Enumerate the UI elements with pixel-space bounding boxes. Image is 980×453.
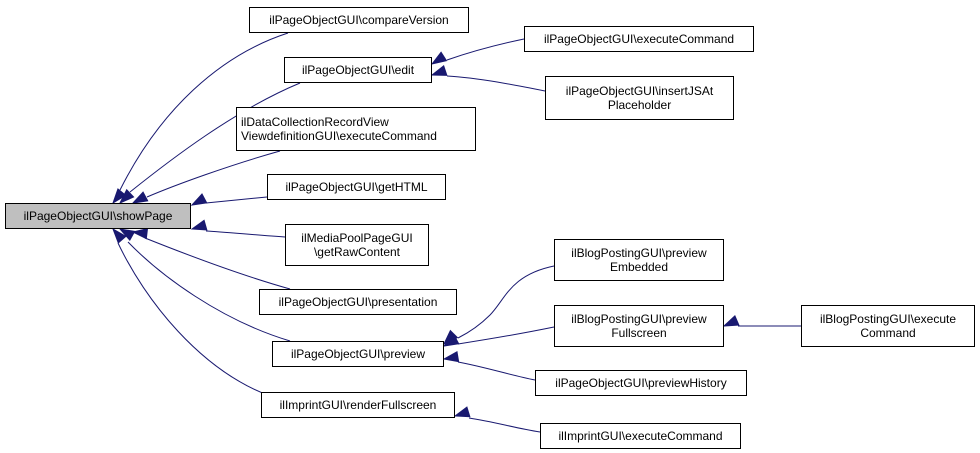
arrowhead-insertJSAt-to-edit (430, 64, 448, 76)
node-label: ilPageObjectGUI\edit (301, 63, 415, 77)
arrowhead-previewHistory-to-preview (442, 350, 460, 363)
node-label-line-1: ilPageObjectGUI\insertJSAt (565, 84, 714, 98)
node-imprint-render-fullscreen[interactable]: ilImprintGUI\renderFullscreen (261, 392, 455, 418)
node-media-pool-get-raw-content[interactable]: ilMediaPoolPageGUI \getRawContent (285, 224, 429, 266)
arrowhead-presentation-to-showPage (131, 228, 149, 240)
node-data-collection-execute-command[interactable]: ilDataCollectionRecordView Viewdefinitio… (236, 107, 476, 151)
edge-blogFullscreen-to-preview (457, 326, 555, 345)
arrowhead-edit-to-showPage (118, 188, 135, 205)
node-label-line-1: ilDataCollectionRecordView (241, 115, 389, 129)
arrowhead-blogFullscreen-to-preview (442, 334, 460, 347)
node-label-line-1: ilBlogPostingGUI\preview (571, 312, 707, 326)
node-label-line-2: ViewdefinitionGUI\executeCommand (241, 129, 437, 143)
node-label-line-2: Fullscreen (611, 326, 667, 340)
node-page-object-execute-command[interactable]: ilPageObjectGUI\executeCommand (524, 26, 754, 52)
node-label-line-1: ilBlogPostingGUI\execute (819, 312, 957, 326)
node-label: ilPageObjectGUI\previewHistory (555, 376, 727, 390)
node-insert-js-at-placeholder[interactable]: ilPageObjectGUI\insertJSAt Placeholder (545, 76, 734, 120)
arrowhead-imprintExecute-to-imprintRender (453, 406, 471, 418)
edge-edit-to-showPage (129, 82, 301, 193)
arrowhead-getHTML-to-showPage (190, 193, 208, 206)
node-label: ilImprintGUI\renderFullscreen (279, 398, 437, 412)
arrowhead-mediaPool-to-showPage (190, 219, 208, 231)
node-label-line-1: ilBlogPostingGUI\preview (571, 246, 707, 260)
node-label: ilImprintGUI\executeCommand (558, 429, 723, 443)
node-label: ilPageObjectGUI\preview (290, 347, 426, 361)
node-label: ilPageObjectGUI\showPage (23, 209, 173, 223)
edge-mediaPool-to-showPage (205, 230, 286, 238)
node-preview-history[interactable]: ilPageObjectGUI\previewHistory (535, 370, 747, 396)
node-label-line-1: ilMediaPoolPageGUI (301, 231, 413, 245)
node-presentation[interactable]: ilPageObjectGUI\presentation (259, 289, 457, 315)
node-label-line-2: Placeholder (607, 98, 672, 112)
node-label-line-2: Embedded (609, 260, 669, 274)
node-label: ilPageObjectGUI\presentation (278, 295, 438, 309)
arrowhead-executeCommand1-to-edit (430, 51, 448, 65)
node-show-page: ilPageObjectGUI\showPage (5, 203, 191, 229)
node-label: ilPageObjectGUI\getHTML (285, 180, 428, 194)
node-label: ilPageObjectGUI\executeCommand (543, 32, 735, 46)
node-label-line-2: \getRawContent (313, 245, 401, 259)
edge-blogEmbedded-to-preview (457, 265, 555, 339)
edge-dataCollection-to-showPage (146, 150, 281, 198)
edge-imprintRender-to-showPage (117, 242, 271, 397)
arrowhead-blogExecute-to-blogFullscreen (722, 315, 740, 327)
arrowhead-imprintRender-to-showPage (112, 227, 127, 244)
edge-previewHistory-to-preview (457, 361, 536, 381)
arrowhead-preview-to-showPage (118, 228, 136, 242)
node-compare-version[interactable]: ilPageObjectGUI\compareVersion (249, 7, 469, 33)
node-blog-preview-fullscreen[interactable]: ilBlogPostingGUI\preview Fullscreen (554, 305, 724, 347)
arrowhead-compareVersion-to-showPage (112, 188, 127, 205)
node-preview[interactable]: ilPageObjectGUI\preview (272, 341, 444, 367)
edge-preview-to-showPage (127, 241, 291, 342)
edge-executeCommand1-to-edit (446, 38, 525, 61)
node-edit[interactable]: ilPageObjectGUI\edit (284, 57, 432, 83)
edge-presentation-to-showPage (144, 237, 291, 290)
edge-imprintExecute-to-imprintRender (468, 417, 541, 433)
arrowhead-dataCollection-to-showPage (131, 191, 149, 204)
node-blog-preview-embedded[interactable]: ilBlogPostingGUI\preview Embedded (554, 239, 724, 281)
edge-insertJSAt-to-edit (446, 75, 546, 92)
node-get-html[interactable]: ilPageObjectGUI\getHTML (267, 174, 446, 200)
node-blog-execute-command[interactable]: ilBlogPostingGUI\execute Command (801, 305, 975, 347)
node-imprint-execute-command[interactable]: ilImprintGUI\executeCommand (540, 423, 741, 449)
edge-getHTML-to-showPage (205, 196, 268, 204)
node-label: ilPageObjectGUI\compareVersion (269, 13, 449, 27)
edge-compareVersion-to-showPage (119, 32, 289, 191)
node-label-line-2: Command (860, 326, 916, 340)
